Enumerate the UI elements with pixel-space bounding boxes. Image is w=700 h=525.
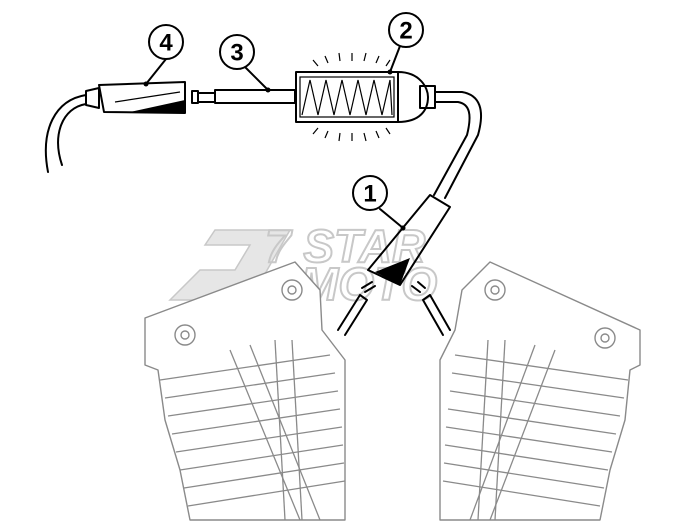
right-cylinder-head — [411, 261, 641, 521]
left-cylinder-head — [144, 261, 376, 521]
right-cable — [433, 91, 482, 199]
spark-indicator — [295, 52, 436, 142]
callout-label-2: 2 — [399, 18, 412, 45]
callout-label-4: 4 — [159, 30, 173, 57]
callout-label-3: 3 — [230, 40, 243, 67]
probe-shaft — [191, 89, 296, 104]
callout-2: 2 — [388, 12, 424, 48]
spark-plug-cap — [367, 194, 451, 286]
probe-handle — [85, 81, 186, 114]
leader-lines — [143, 45, 406, 231]
callout-3: 3 — [219, 34, 255, 70]
callout-4: 4 — [148, 24, 184, 60]
left-cable — [44, 94, 87, 173]
callout-1: 1 — [352, 175, 388, 211]
callout-label-1: 1 — [363, 181, 376, 208]
